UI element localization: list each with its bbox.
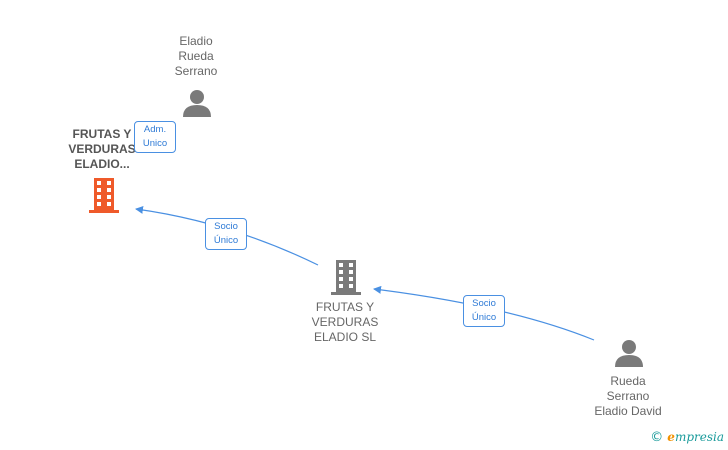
edge-label-socio-unico-1[interactable]: Socio Único: [205, 218, 247, 250]
company-mid-label[interactable]: FRUTAS Y VERDURAS ELADIO SL: [311, 300, 379, 344]
copyright-icon: ©: [650, 430, 664, 445]
brand-name: mpresia: [674, 430, 724, 444]
empresia-brand[interactable]: ©empresia: [650, 430, 724, 445]
person-icon[interactable]: [614, 338, 644, 368]
person-right-label[interactable]: Rueda Serrano Eladio David: [594, 374, 662, 418]
edge-label-adm-unico[interactable]: Adm. Unico: [134, 121, 176, 153]
company-main-label[interactable]: FRUTAS Y VERDURAS ELADIO...: [68, 127, 136, 171]
person-top-label[interactable]: Eladio Rueda Serrano: [174, 34, 218, 78]
brand-initial: e: [667, 430, 675, 444]
person-icon[interactable]: [182, 88, 212, 118]
building-icon[interactable]: [88, 178, 120, 214]
edge-label-socio-unico-2[interactable]: Socio Único: [463, 295, 505, 327]
building-icon[interactable]: [330, 260, 362, 296]
